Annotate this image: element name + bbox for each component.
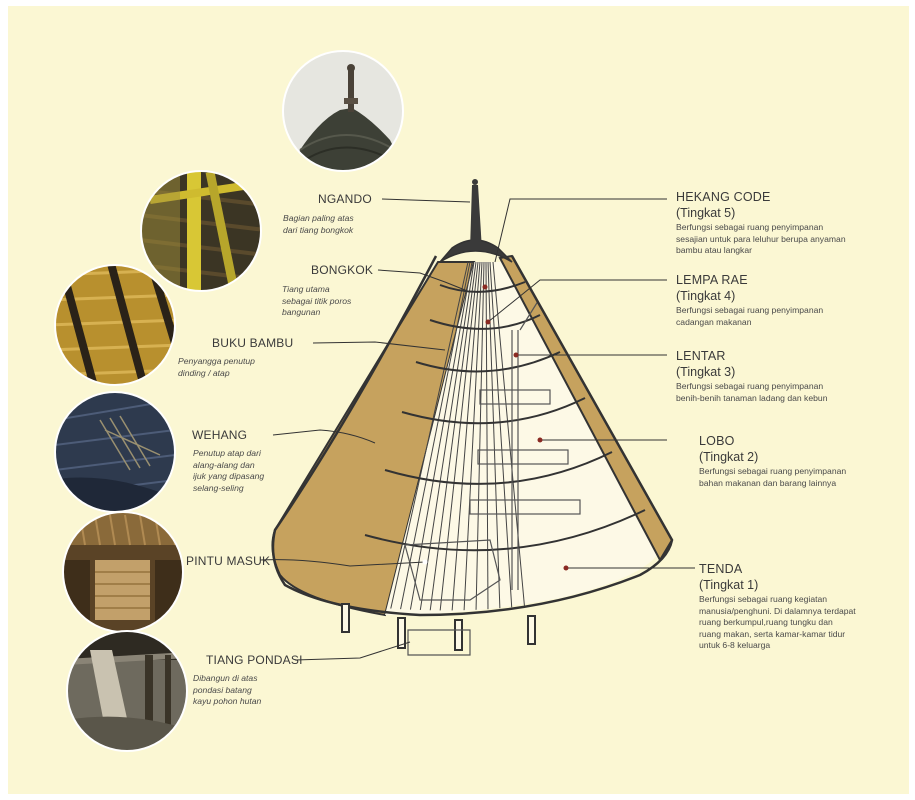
label-lentar: LENTAR: [676, 349, 726, 363]
desc-tiang-pondasi: Dibangun di atas pondasi batang kayu poh…: [193, 673, 261, 708]
desc-ngando: Bagian paling atas dari tiang bongkok: [283, 213, 354, 236]
desc-line: benih-benih tanaman ladang dan kebun: [676, 393, 827, 405]
desc-line: Bagian paling atas: [283, 213, 354, 225]
desc-buku-bambu: Penyangga penutup dinding / atap: [178, 356, 255, 379]
desc-lentar: Berfungsi sebagai ruang penyimpanan beni…: [676, 381, 827, 404]
desc-bongkok: Tiang utama sebagai titik poros bangunan: [282, 284, 351, 319]
desc-line: manusia/penghuni. Di dalamnya terdapat: [699, 606, 856, 618]
buku-bambu-frame-photo: [50, 260, 180, 390]
label-tiang-pondasi: TIANG PONDASI: [206, 653, 303, 667]
level-lempa-rae: (Tingkat 4): [676, 289, 735, 303]
desc-line: dinding / atap: [178, 368, 255, 380]
desc-tenda: Berfungsi sebagai ruang kegiatan manusia…: [699, 594, 856, 652]
label-lobo: LOBO: [699, 434, 735, 448]
label-pintu-masuk: PINTU MASUK: [186, 554, 270, 568]
label-wehang: WEHANG: [192, 428, 247, 442]
desc-line: Berfungsi sebagai ruang penyimpanan: [676, 381, 827, 393]
desc-wehang: Penutup atap dari alang-alang dan ijuk y…: [193, 448, 264, 494]
desc-lobo: Berfungsi sebagai ruang penyimpanan baha…: [699, 466, 846, 489]
desc-line: ruang berkumpul,ruang tungku dan: [699, 617, 856, 629]
desc-line: bambu atau langkar: [676, 245, 846, 257]
desc-line: Berfungsi sebagai ruang kegiatan: [699, 594, 856, 606]
desc-line: alang-alang dan: [193, 460, 264, 472]
wehang-thatch-photo: [50, 390, 180, 520]
desc-line: Berfungsi sebagai ruang penyimpanan: [676, 305, 823, 317]
desc-lempa-rae: Berfungsi sebagai ruang penyimpanan cada…: [676, 305, 823, 328]
label-bongkok: BONGKOK: [311, 263, 373, 277]
desc-line: bahan makanan dan barang lainnya: [699, 478, 846, 490]
label-buku-bambu: BUKU BAMBU: [212, 336, 293, 350]
desc-line: kayu pohon hutan: [193, 696, 261, 708]
level-hekang-code: (Tingkat 5): [676, 206, 735, 220]
desc-line: Dibangun di atas: [193, 673, 261, 685]
label-ngando: NGANDO: [318, 192, 372, 206]
bongkok-bamboo-pole-photo: [140, 170, 265, 297]
level-lentar: (Tingkat 3): [676, 365, 735, 379]
desc-line: Tiang utama: [282, 284, 351, 296]
label-lempa-rae: LEMPA RAE: [676, 273, 748, 287]
pintu-masuk-door-photo: [60, 510, 190, 640]
desc-line: untuk 6-8 keluarga: [699, 640, 856, 652]
label-hekang-code: HEKANG CODE: [676, 190, 771, 204]
desc-hekang-code: Berfungsi sebagai ruang penyimpanan sesa…: [676, 222, 846, 257]
level-lobo: (Tingkat 2): [699, 450, 758, 464]
tiang-pondasi-post-photo: [65, 630, 190, 755]
desc-line: Berfungsi sebagai ruang penyimpanan: [699, 466, 846, 478]
label-tenda: TENDA: [699, 562, 742, 576]
desc-line: ruang makan, serta kamar-kamar tidur: [699, 629, 856, 641]
desc-line: Berfungsi sebagai ruang penyimpanan: [676, 222, 846, 234]
cone-house-cutaway: [272, 179, 672, 655]
desc-line: Penutup atap dari: [193, 448, 264, 460]
desc-line: Penyangga penutup: [178, 356, 255, 368]
desc-line: selang-seling: [193, 483, 264, 495]
desc-line: bangunan: [282, 307, 351, 319]
level-tenda: (Tingkat 1): [699, 578, 758, 592]
desc-line: sebagai titik poros: [282, 296, 351, 308]
desc-line: dari tiang bongkok: [283, 225, 354, 237]
desc-line: pondasi batang: [193, 685, 261, 697]
desc-line: cadangan makanan: [676, 317, 823, 329]
desc-line: sesajian untuk para leluhur berupa anyam…: [676, 234, 846, 246]
ngando-roof-finial-photo: [280, 48, 410, 178]
desc-line: ijuk yang dipasang: [193, 471, 264, 483]
